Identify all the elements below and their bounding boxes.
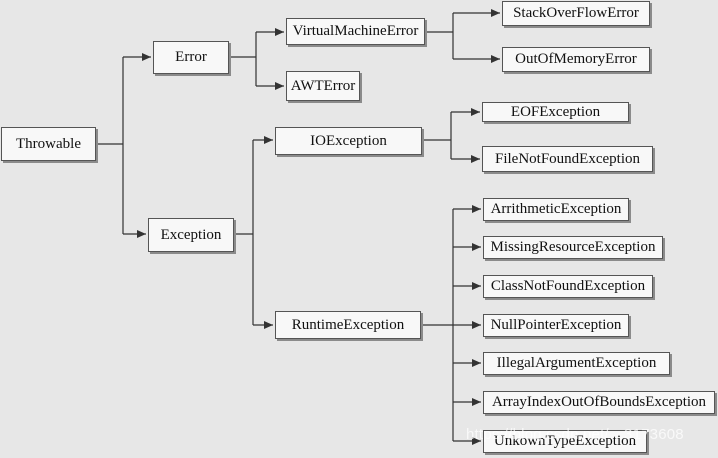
array-index-out-of-bounds-exception-node: ArrayIndexOutOfBoundsException [483, 391, 715, 414]
exception-node: Exception [148, 218, 234, 252]
stack-overflow-error-node: StackOverFlowError [502, 1, 650, 26]
null-pointer-exception-node: NullPointerException [483, 314, 629, 337]
virtual-machine-error-node: VirtualMachineError [286, 18, 425, 45]
error-node: Error [153, 41, 229, 74]
io-exception-node: IOException [275, 127, 422, 155]
arrithmetic-exception-node: ArrithmeticException [483, 198, 629, 221]
missing-resource-exception-node: MissingResourceException [483, 236, 663, 259]
throwable-node: Throwable [1, 127, 96, 161]
unkown-type-exception-node: UnkownTypeException [483, 430, 647, 453]
class-not-found-exception-node: ClassNotFoundException [483, 275, 653, 298]
runtime-exception-node: RuntimeException [275, 311, 421, 339]
eof-exception-node: EOFException [482, 102, 629, 122]
awt-error-node: AWTError [286, 71, 360, 101]
illegal-argument-exception-node: IllegalArgumentException [483, 352, 670, 375]
out-of-memory-error-node: OutOfMemoryError [502, 47, 650, 72]
file-not-found-exception-node: FileNotFoundException [482, 146, 653, 172]
